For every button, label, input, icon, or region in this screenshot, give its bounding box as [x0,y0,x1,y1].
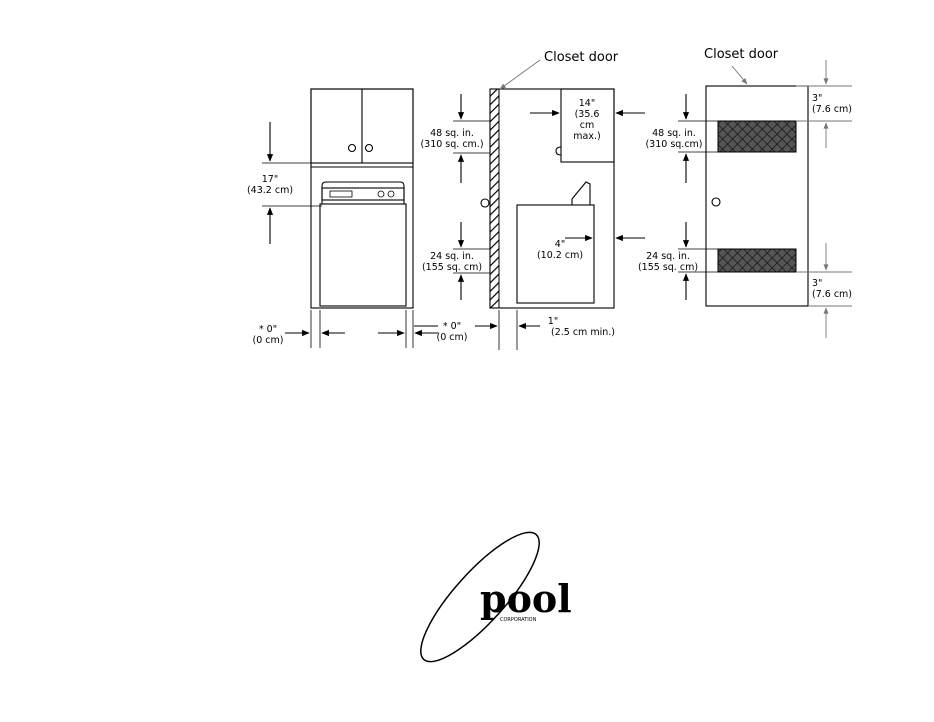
side-view: 14" (35.6 cm max.) 4" (10.2 cm) 48 sq. i… [414,50,645,350]
door-view: 48 sq. in. (310 sq.cm) 24 sq. in. (155 s… [638,47,852,338]
svg-text:cm: cm [580,120,594,131]
svg-text:(10.2 cm): (10.2 cm) [537,250,583,261]
svg-text:(310 sq. cm.): (310 sq. cm.) [420,139,483,150]
svg-text:(155 sq. cm): (155 sq. cm) [638,262,698,273]
closet-door-label-side: Closet door [544,50,619,65]
door-knob-side [481,199,489,207]
logo-wordmark: pool [480,576,572,621]
cabinet-knob-left [349,145,356,152]
svg-text:3": 3" [812,278,822,289]
front-view: 17" (43.2 cm) * 0" (0 cm) [247,89,438,348]
side-bottom-clearance: * 0" (0 cm) 1" (2.5 cm min.) [414,310,615,350]
svg-text:24 sq. in.: 24 sq. in. [646,251,690,262]
closet-side-outline [490,89,614,308]
svg-text:24 sq. in.: 24 sq. in. [430,251,474,262]
logo-subtitle: CORPORATION [500,617,537,623]
svg-text:(7.6 cm): (7.6 cm) [812,289,852,300]
door-upper-vent-dim: 48 sq. in. (310 sq.cm) [645,94,718,183]
upper-cabinet [311,89,413,163]
closet-door-hatched [490,89,499,308]
side-lower-vent-dim: 24 sq. in. (155 sq. cm) [422,222,490,300]
svg-text:48 sq. in.: 48 sq. in. [430,128,474,139]
appliance-cabinet [320,204,406,306]
side-clearance-label: * 0" [259,324,277,335]
pool-corporation-logo: pool CORPORATION [405,518,571,676]
svg-text:3": 3" [812,93,822,104]
svg-text:48 sq. in.: 48 sq. in. [652,128,696,139]
svg-text:(35.6: (35.6 [575,109,600,120]
svg-text:1": 1" [548,316,558,327]
appliance-front [320,182,406,306]
backsplash [572,182,590,205]
svg-text:4": 4" [555,239,565,250]
cabinet-knob-right [366,145,373,152]
svg-text:(0 cm): (0 cm) [437,332,468,343]
appliance-side: 4" (10.2 cm) [517,182,645,303]
closet-door-panel [706,86,808,306]
closet-door-label-door: Closet door [704,47,779,62]
side-closet-door-callout: Closet door [500,50,619,89]
lower-louver-vent [718,249,796,272]
side-clearance-dimension: * 0" (0 cm) [253,310,438,348]
height-dim-label: 17" [262,174,278,185]
svg-text:(155 sq. cm): (155 sq. cm) [422,262,482,273]
svg-text:(310 sq.cm): (310 sq.cm) [645,139,702,150]
door-top-offset-dim: 3" (7.6 cm) [796,60,852,148]
side-upper-vent-dim: 48 sq. in. (310 sq. cm.) [420,94,490,183]
shelf: 14" (35.6 cm max.) [530,89,645,162]
door-bottom-offset-dim: 3" (7.6 cm) [796,243,852,338]
upper-louver-vent [718,121,796,152]
door-closet-door-callout: Closet door [704,47,779,84]
svg-text:(7.6 cm): (7.6 cm) [812,104,852,115]
control-knob-1 [378,191,384,197]
side-clearance-metric-label: (0 cm) [253,335,284,346]
svg-text:max.): max.) [573,131,600,142]
control-panel [322,188,404,200]
control-knob-2 [388,191,394,197]
svg-text:14": 14" [579,98,595,109]
svg-text:* 0": * 0" [443,321,461,332]
door-knob-front [712,198,720,206]
height-dim-metric-label: (43.2 cm) [247,185,293,196]
svg-text:(2.5 cm min.): (2.5 cm min.) [551,327,615,338]
